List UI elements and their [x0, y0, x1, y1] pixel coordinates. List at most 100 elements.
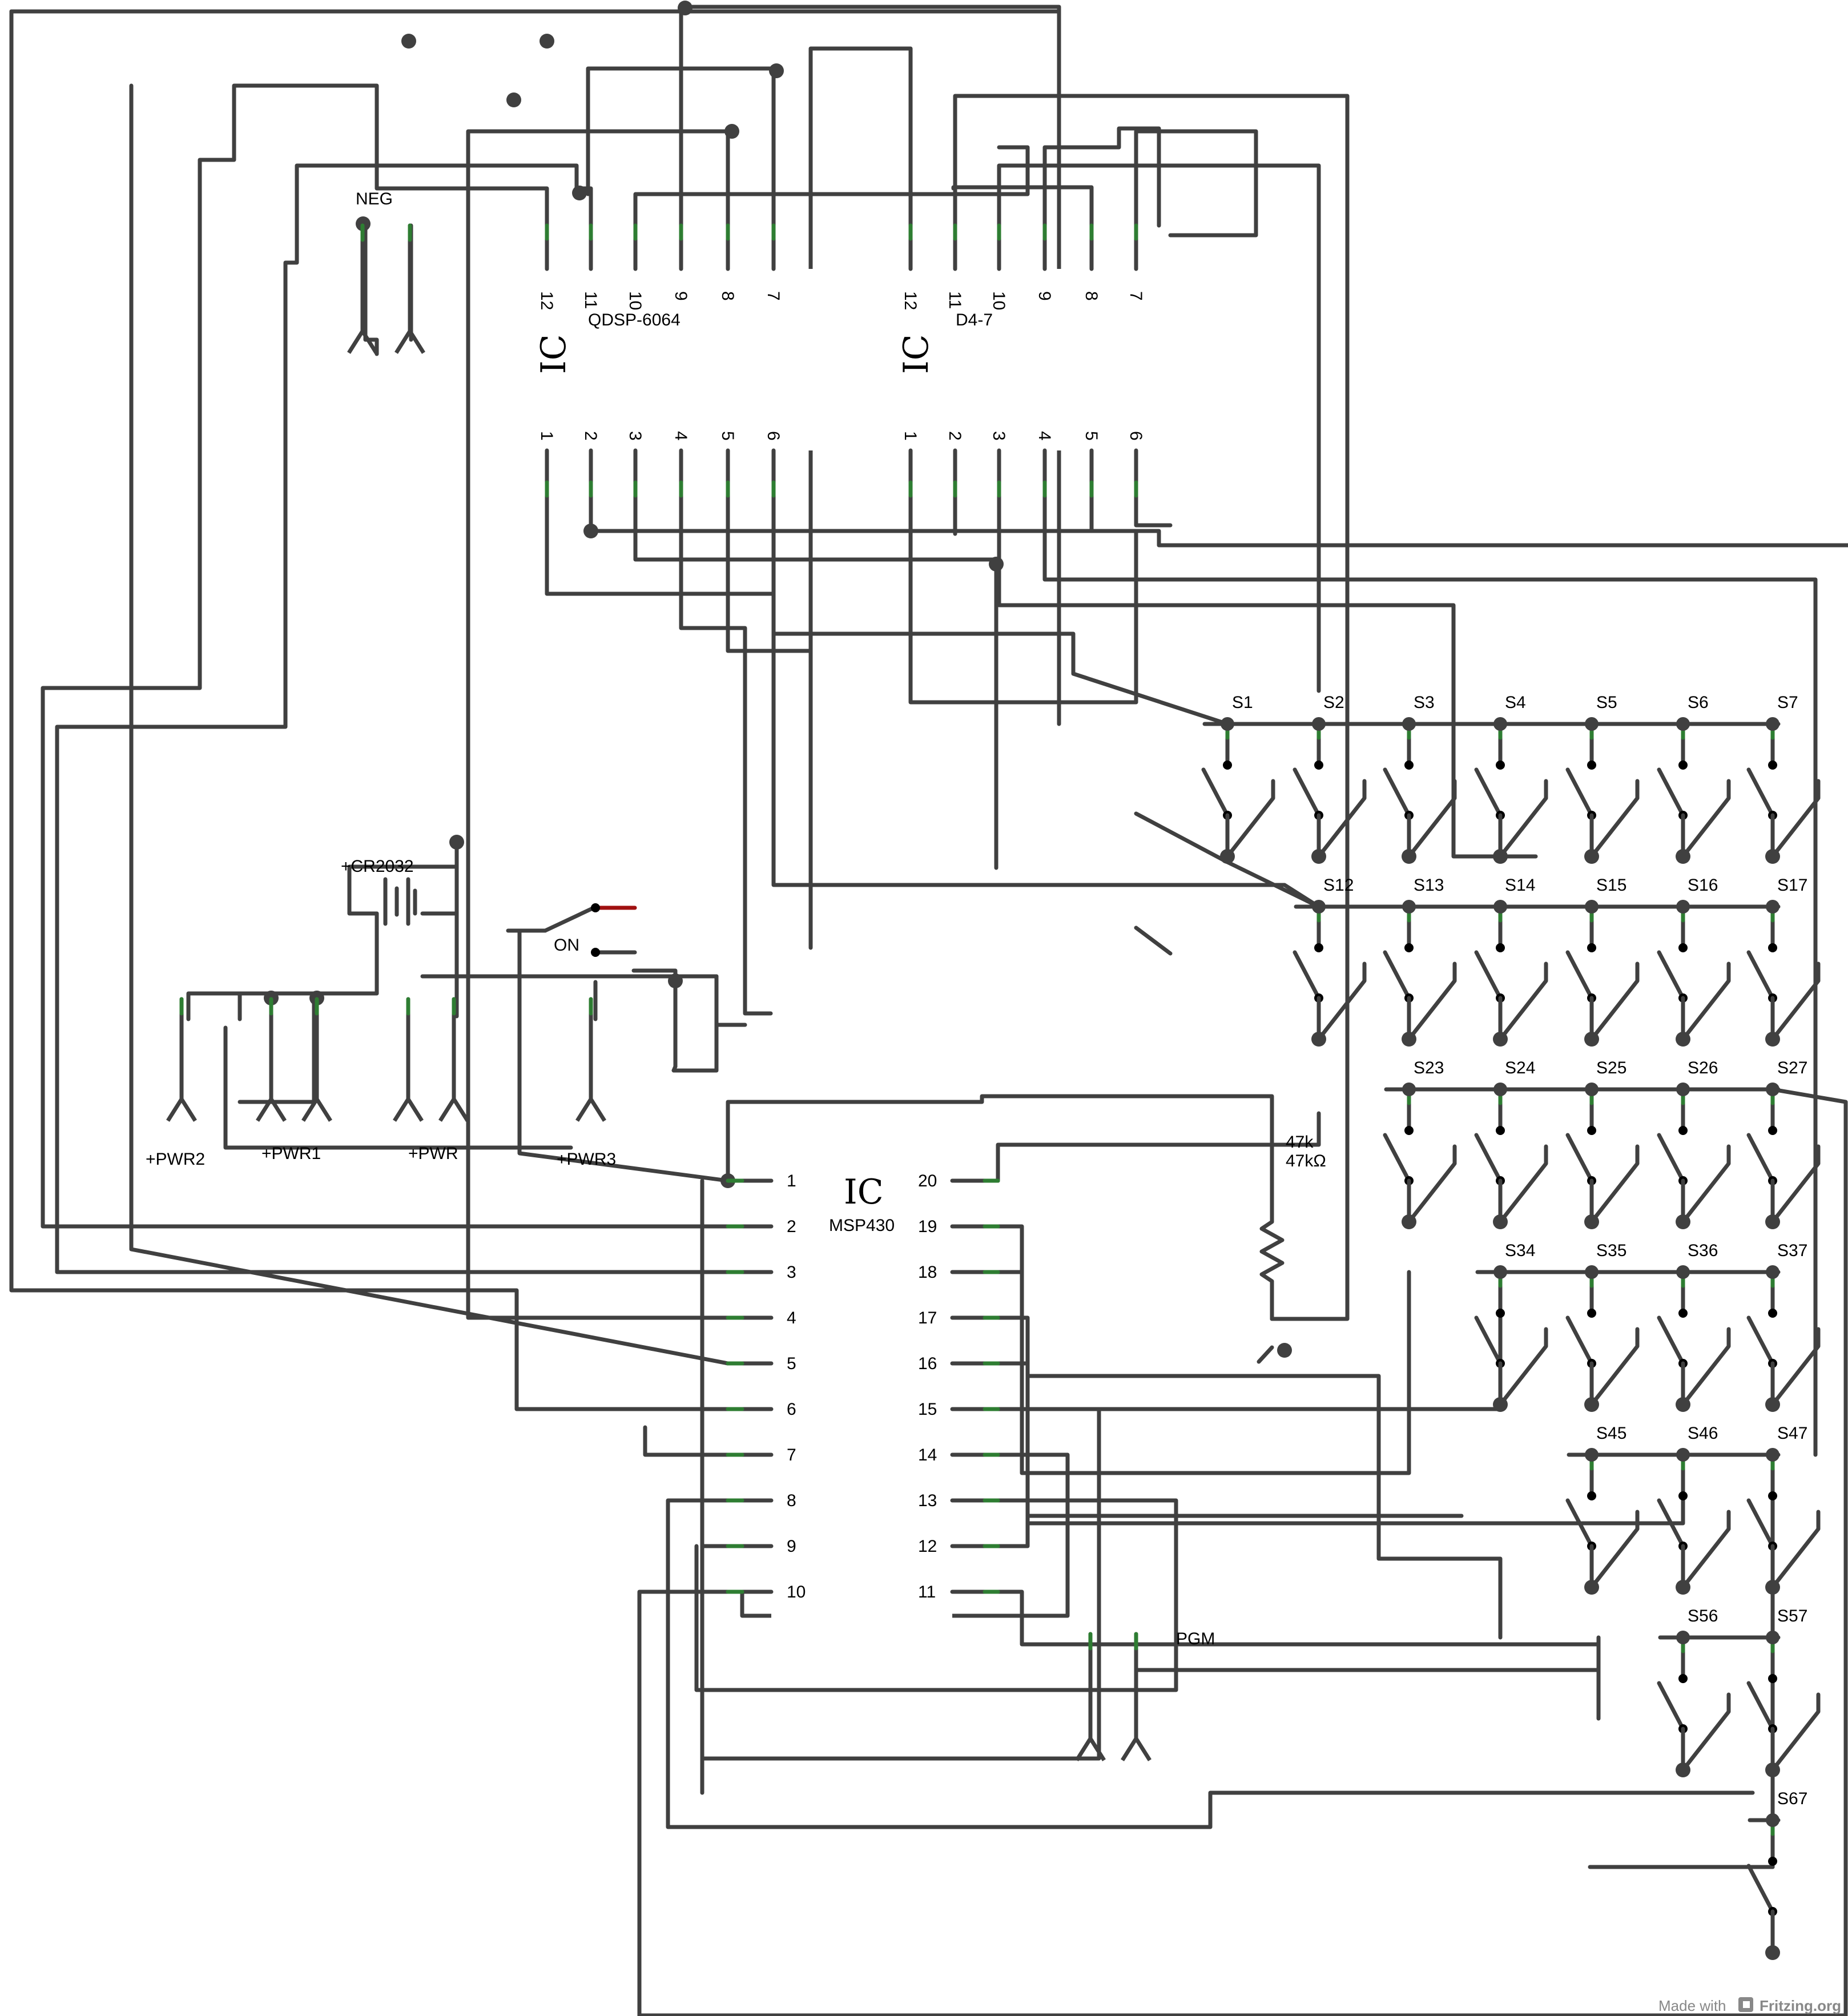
display2-top-pin-7: 7 — [1126, 223, 1145, 301]
switch-label: S57 — [1777, 1607, 1807, 1625]
fritzing-logo-icon — [1738, 1997, 1753, 2012]
display2-bottom-pin-label: 2 — [945, 431, 964, 441]
switch-label: S7 — [1777, 693, 1798, 712]
switch-label: S23 — [1414, 1059, 1444, 1077]
switch-s26: S26 — [1657, 1059, 1731, 1229]
mcu-pin-label: 16 — [918, 1354, 937, 1373]
net-36 — [996, 1514, 1464, 1548]
mcu-pin-20: 20 — [918, 1172, 1000, 1190]
mcu-pin-label: 12 — [918, 1537, 937, 1556]
switch-label: S13 — [1414, 876, 1444, 895]
mcu-pin-10: 10 — [726, 1583, 806, 1601]
display2-top-pin-label: 7 — [1126, 291, 1145, 301]
display1-bottom-pin-6: 6 — [764, 431, 783, 498]
switch-s45: S45 — [1565, 1424, 1640, 1595]
junction-dot — [583, 524, 598, 538]
resistor-zigzag — [1259, 1178, 1285, 1321]
net-26 — [9, 9, 730, 1411]
resistor-47k: 47k 47kΩ — [1259, 1133, 1326, 1321]
net-5 — [466, 129, 730, 1320]
switch-s27: S27 — [1746, 1059, 1821, 1229]
net-27 — [129, 83, 730, 1366]
junction-dot — [989, 557, 1004, 572]
switch-s47: S47 — [1746, 1424, 1821, 1595]
net-54 — [186, 991, 242, 1021]
display1-bottom-pin-label: 6 — [764, 431, 783, 441]
net-19 — [808, 46, 913, 950]
mcu-pin-17: 17 — [918, 1309, 1000, 1327]
junction-dot — [769, 63, 784, 78]
display2-top-pin-9: 9 — [1035, 223, 1054, 301]
mcu-name: MSP430 — [829, 1216, 895, 1235]
display1-bottom-pin-label: 4 — [671, 431, 690, 441]
net-58 — [237, 1017, 316, 1104]
net-55 — [714, 974, 747, 1027]
switch-s2: S2 — [1293, 693, 1367, 864]
net-48 — [420, 974, 719, 1073]
mcu-pin-label: 19 — [918, 1217, 937, 1236]
display1-name: QDSP-6064 — [588, 311, 681, 329]
fritzing-footer: Made with Fritzing.org — [1658, 1997, 1841, 2014]
mcu-pin-12: 12 — [918, 1537, 1000, 1556]
display1-bottom-pin-label: 3 — [626, 431, 645, 441]
switch-label: S1 — [1232, 693, 1253, 712]
mcu-pin-label: 20 — [918, 1172, 937, 1190]
mcu-pin-label: 14 — [918, 1446, 937, 1464]
terminal-pwr-a — [393, 997, 424, 1122]
net-44 — [1257, 1345, 1274, 1364]
switch-label: S3 — [1414, 693, 1435, 712]
terminal-label-pwr2: +PWR2 — [146, 1150, 205, 1169]
mcu-pin-1: 1 — [726, 1172, 796, 1190]
leads — [166, 223, 1152, 1761]
switch-label: S5 — [1596, 693, 1617, 712]
switch-s3: S3 — [1383, 693, 1457, 864]
net-8 — [589, 493, 1138, 703]
net-45 — [363, 226, 379, 356]
switch-s23: S23 — [1383, 1059, 1457, 1229]
mcu-pin-label: 11 — [918, 1583, 936, 1601]
junction-dot — [668, 973, 683, 988]
switch-label: S47 — [1777, 1424, 1807, 1443]
switch-label: S24 — [1505, 1059, 1535, 1077]
mcu-pin-11: 11 — [918, 1583, 1000, 1601]
switch-label: S46 — [1688, 1424, 1718, 1443]
mcu-pin-13: 13 — [918, 1491, 1000, 1510]
display2-body — [861, 269, 1178, 450]
terminal-pwr3 — [575, 997, 606, 1122]
power-switch: ON — [506, 903, 637, 957]
display1-top-pin-8: 8 — [718, 223, 737, 301]
terminal-pwr1-a — [256, 997, 287, 1122]
switch-label: S34 — [1505, 1241, 1535, 1260]
display2-top-pin-label: 9 — [1035, 291, 1054, 301]
mcu-pin-label: 1 — [787, 1172, 796, 1190]
junction-dot — [539, 34, 554, 49]
footer-brand: Fritzing.org — [1760, 1997, 1841, 2014]
mcu-pin-14: 14 — [918, 1446, 1000, 1464]
net-39 — [700, 1544, 730, 1795]
mcu-pin-label: 3 — [787, 1263, 796, 1282]
display1-top-pin-11: 11 — [581, 223, 600, 309]
mcu-pin-5: 5 — [726, 1354, 796, 1373]
battery-label: +CR2032 — [341, 857, 414, 876]
display2-bottom-pin-4: 4 — [1035, 431, 1054, 498]
switch-s67: S67 — [1746, 1789, 1807, 1960]
switch-s15: S15 — [1565, 876, 1640, 1047]
switch-label: S2 — [1323, 693, 1344, 712]
net-56 — [517, 928, 730, 1183]
mcu-pin-label: 5 — [787, 1354, 796, 1373]
net-32 — [996, 1361, 1503, 1640]
switch-label: S15 — [1596, 876, 1626, 895]
display1-bottom-pin-2: 2 — [581, 431, 600, 498]
net-35 — [694, 1498, 1178, 1692]
terminal-pwr2 — [166, 997, 197, 1122]
display1-bottom-pin-label: 5 — [718, 431, 737, 441]
terminal-neg-b — [394, 223, 425, 354]
switch-label: S36 — [1688, 1241, 1718, 1260]
power-switch-pivot-b — [591, 948, 600, 957]
junction-dot — [506, 92, 521, 107]
net-41 — [643, 1425, 730, 1457]
terminal-label-pwr: +PWR — [408, 1144, 458, 1163]
